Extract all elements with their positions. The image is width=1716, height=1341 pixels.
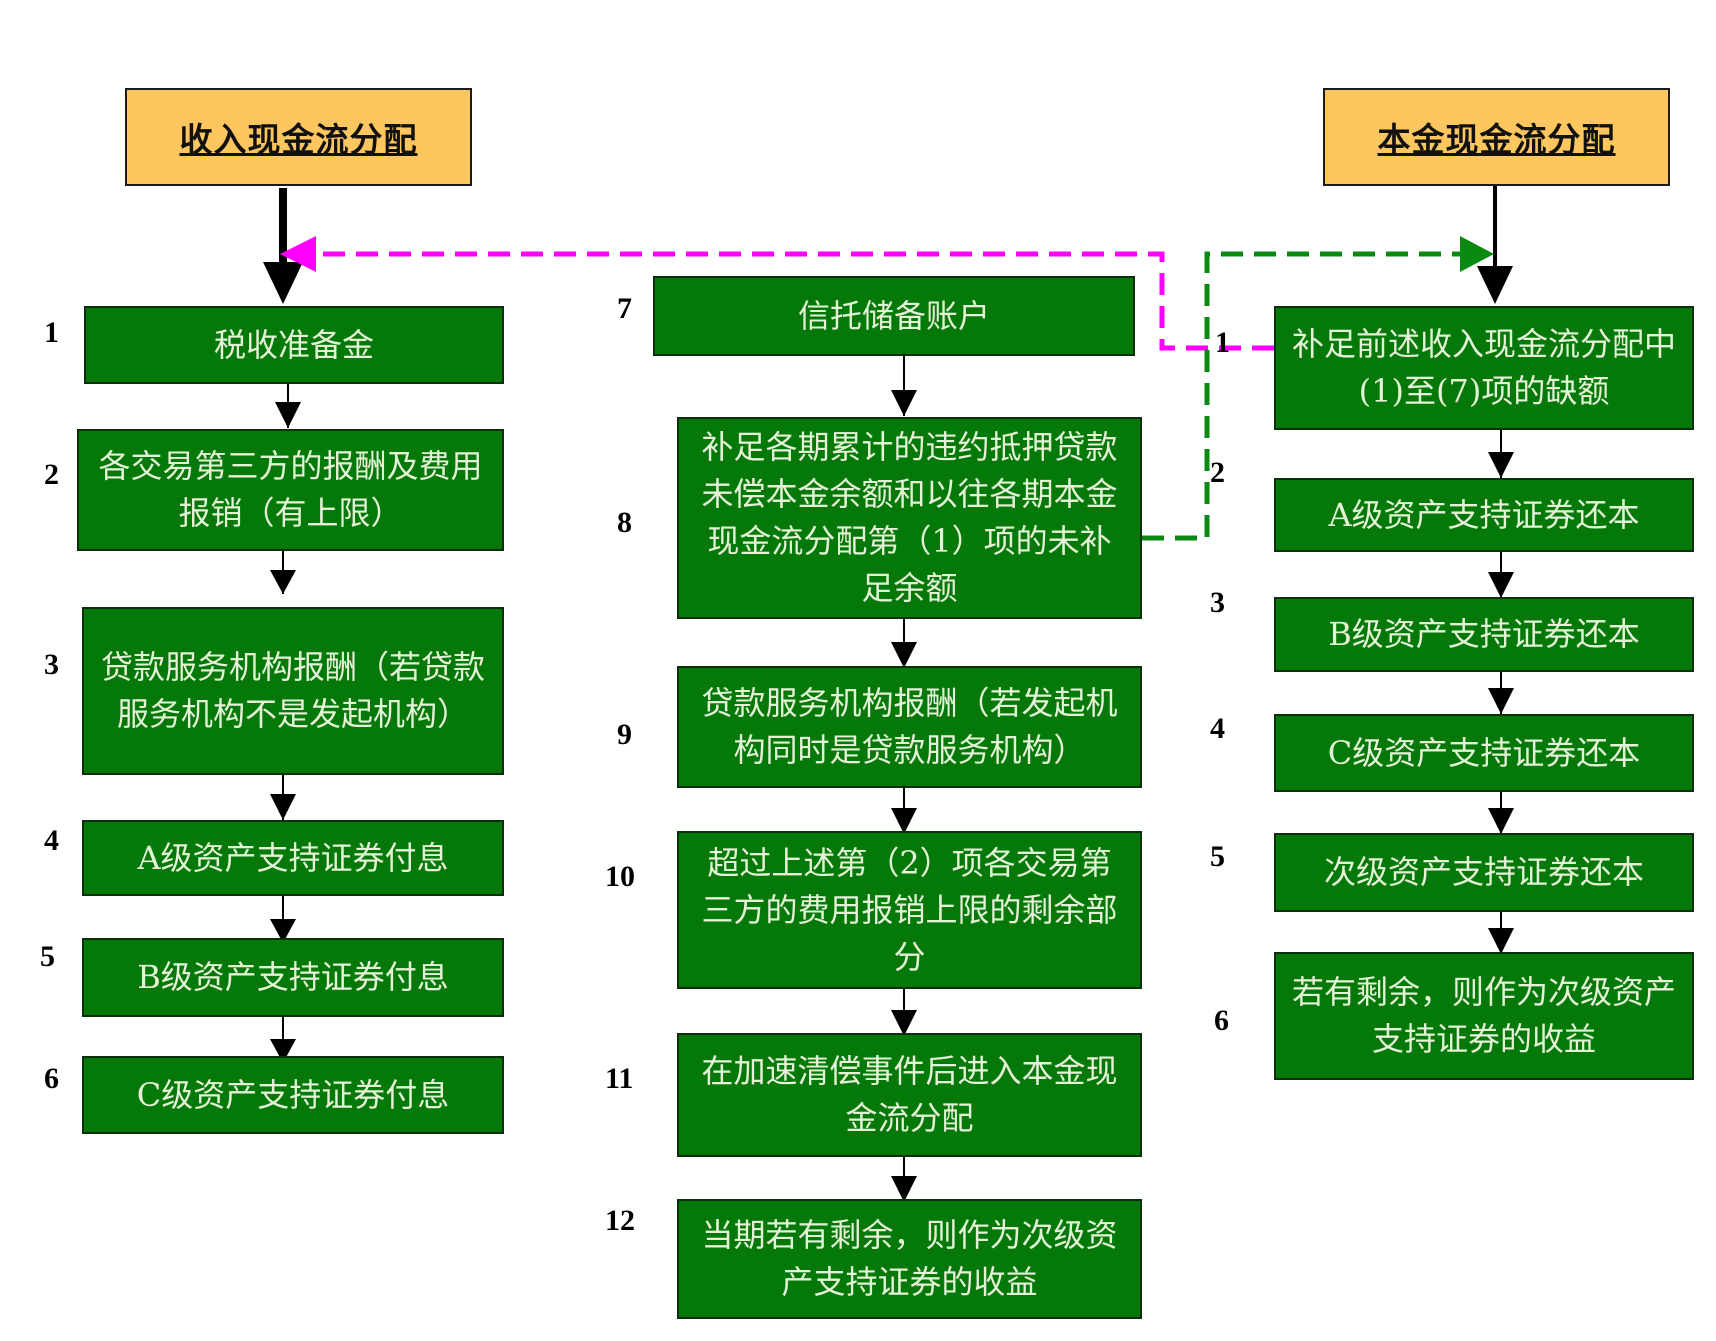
principal-cashflow-header: 本金现金流分配 xyxy=(1323,88,1670,186)
principal-step-box: 若有剩余，则作为次级资产支持证券的收益 xyxy=(1274,952,1694,1080)
income-step-text: 税收准备金 xyxy=(213,325,374,364)
income-step-box: C级资产支持证券付息 xyxy=(82,1056,504,1134)
middle-step-number: 11 xyxy=(605,1062,634,1095)
principal-step-number: 6 xyxy=(1214,1004,1229,1037)
middle-step-box: 信托储备账户 xyxy=(653,276,1135,356)
middle-step-box: 贷款服务机构报酬（若发起机构同时是贷款服务机构） xyxy=(677,666,1142,788)
income-step-box: 税收准备金 xyxy=(84,306,504,384)
principal-step-box: B级资产支持证券还本 xyxy=(1274,597,1694,672)
income-step-number: 3 xyxy=(44,648,59,681)
left-column-arrows xyxy=(270,384,301,1063)
income-step-text: 贷款服务机构报酬（若贷款服务机构不是发起机构） xyxy=(100,648,485,733)
principal-step-text: C级资产支持证券还本 xyxy=(1327,733,1641,772)
principal-header-label: 本金现金流分配 xyxy=(1377,120,1616,159)
middle-step-text: 信托储备账户 xyxy=(797,296,990,335)
income-step-number: 6 xyxy=(44,1062,59,1095)
middle-step-box: 超过上述第（2）项各交易第三方的费用报销上限的剩余部分 xyxy=(677,831,1142,989)
income-step-number: 2 xyxy=(44,458,59,491)
income-step-text: 各交易第三方的报酬及费用报销（有上限） xyxy=(98,447,483,532)
income-step-box: 各交易第三方的报酬及费用报销（有上限） xyxy=(77,429,504,551)
middle-step-box: 补足各期累计的违约抵押贷款未偿本金余额和以往各期本金现金流分配第（1）项的未补足… xyxy=(677,417,1142,619)
green-principal-link xyxy=(1142,251,1462,541)
middle-step-text: 超过上述第（2）项各交易第三方的费用报销上限的剩余部分 xyxy=(701,843,1118,976)
middle-step-number: 12 xyxy=(605,1204,635,1237)
income-step-text: C级资产支持证券付息 xyxy=(136,1075,450,1114)
principal-step-number: 5 xyxy=(1210,840,1225,873)
principal-header-arrowhead xyxy=(1477,266,1513,304)
income-step-box: 贷款服务机构报酬（若贷款服务机构不是发起机构） xyxy=(82,607,504,775)
middle-step-number: 10 xyxy=(605,860,635,893)
principal-step-number: 1 xyxy=(1215,326,1230,359)
right-column-arrows xyxy=(1488,430,1514,954)
middle-step-number: 8 xyxy=(617,506,632,539)
middle-step-box: 当期若有剩余，则作为次级资产支持证券的收益 xyxy=(677,1199,1142,1319)
middle-column-arrows xyxy=(891,356,917,1202)
principal-step-box: 次级资产支持证券还本 xyxy=(1274,833,1694,912)
income-step-number: 1 xyxy=(44,316,59,349)
principal-step-number: 3 xyxy=(1210,586,1225,619)
middle-step-text: 在加速清偿事件后进入本金现金流分配 xyxy=(701,1052,1118,1137)
magenta-feedback-link xyxy=(316,251,1274,351)
principal-step-number: 4 xyxy=(1210,712,1225,745)
principal-step-box: C级资产支持证券还本 xyxy=(1274,714,1694,792)
income-step-text: B级资产支持证券付息 xyxy=(137,958,449,996)
income-step-number: 5 xyxy=(40,940,55,973)
principal-step-text: B级资产支持证券还本 xyxy=(1328,615,1640,653)
principal-step-text: A级资产支持证券还本 xyxy=(1328,495,1640,534)
middle-step-number: 7 xyxy=(617,292,632,325)
middle-step-text: 当期若有剩余，则作为次级资产支持证券的收益 xyxy=(701,1216,1118,1301)
income-header-label: 收入现金流分配 xyxy=(179,120,418,159)
green-link-arrowhead xyxy=(1460,236,1494,272)
principal-step-box: 补足前述收入现金流分配中(1)至(7)项的缺额 xyxy=(1274,306,1694,430)
middle-step-box: 在加速清偿事件后进入本金现金流分配 xyxy=(677,1033,1142,1157)
principal-step-number: 2 xyxy=(1210,456,1225,489)
magenta-link-arrowhead xyxy=(280,236,316,272)
income-step-number: 4 xyxy=(44,824,59,857)
principal-step-text: 次级资产支持证券还本 xyxy=(1323,853,1644,891)
principal-step-text: 若有剩余，则作为次级资产支持证券的收益 xyxy=(1291,973,1676,1058)
income-step-box: B级资产支持证券付息 xyxy=(82,938,504,1017)
income-header-arrowhead xyxy=(263,262,303,304)
middle-step-text: 补足各期累计的违约抵押贷款未偿本金余额和以往各期本金现金流分配第（1）项的未补足… xyxy=(701,428,1118,607)
income-cashflow-header: 收入现金流分配 xyxy=(125,88,472,186)
middle-step-number: 9 xyxy=(617,718,632,751)
income-step-text: A级资产支持证券付息 xyxy=(137,838,449,877)
income-step-box: A级资产支持证券付息 xyxy=(82,820,504,896)
middle-step-text: 贷款服务机构报酬（若发起机构同时是贷款服务机构） xyxy=(701,684,1118,769)
principal-step-box: A级资产支持证券还本 xyxy=(1274,478,1694,552)
principal-step-text: 补足前述收入现金流分配中(1)至(7)项的缺额 xyxy=(1291,325,1676,410)
